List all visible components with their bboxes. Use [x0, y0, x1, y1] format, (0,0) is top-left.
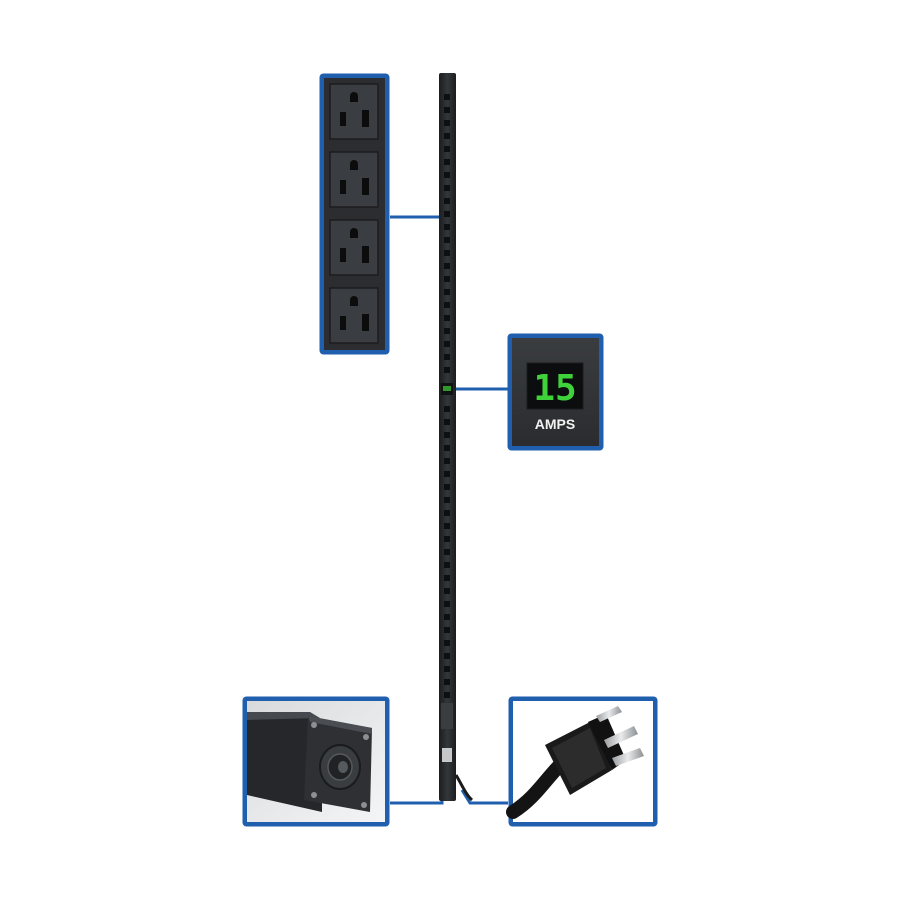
strip-outlet [444, 497, 450, 503]
strip-outlet [444, 458, 450, 464]
strip-outlet [444, 367, 450, 373]
strip-meter-led [443, 386, 451, 391]
strip-outlet [444, 263, 450, 269]
strip-outlet [444, 172, 450, 178]
strip-outlet [444, 445, 450, 451]
strip-outlets [444, 94, 450, 698]
strip-outlet [444, 211, 450, 217]
strip-outlet [444, 237, 450, 243]
strip-outlet [444, 354, 450, 360]
pdu-strip [439, 73, 474, 802]
outlet-closeup-icon [329, 83, 379, 344]
strip-outlet [444, 536, 450, 542]
strip-outlet [444, 419, 450, 425]
strip-outlet [444, 185, 450, 191]
strip-outlet [444, 523, 450, 529]
strip-outlet [444, 692, 450, 698]
strip-outlet [444, 406, 450, 412]
outlet-receptacle [329, 151, 379, 208]
strip-outlet [444, 302, 450, 308]
nema-plug-icon [506, 706, 644, 819]
strip-outlet [444, 484, 450, 490]
strip-outlet [444, 575, 450, 581]
power-cord [454, 774, 474, 802]
outlet-receptacle [329, 219, 379, 276]
strip-outlet [444, 562, 450, 568]
strip-outlet [444, 198, 450, 204]
outlet-receptacle [329, 83, 379, 140]
strip-outlet [444, 341, 450, 347]
strip-outlet [444, 224, 450, 230]
strip-outlet [444, 588, 450, 594]
strip-outlet [444, 653, 450, 659]
strip-outlet [444, 289, 450, 295]
strip-outlet [444, 315, 450, 321]
strip-outlet [444, 601, 450, 607]
strip-outlet [444, 640, 450, 646]
circuit-breaker-endcap-icon [247, 712, 372, 812]
strip-outlet [444, 133, 450, 139]
strip-outlet [444, 94, 450, 100]
ammeter-reading: 15 [533, 368, 576, 409]
strip-outlet [444, 510, 450, 516]
strip-outlet [444, 432, 450, 438]
strip-outlet [444, 120, 450, 126]
strip-outlet [444, 666, 450, 672]
callout-breaker [242, 696, 390, 827]
strip-outlet [444, 614, 450, 620]
strip-outlet [444, 549, 450, 555]
strip-outlet [444, 250, 450, 256]
strip-outlet [444, 328, 450, 334]
strip-label-plate [441, 703, 453, 729]
strip-outlet [444, 276, 450, 282]
outlet-receptacle [329, 287, 379, 344]
callout-ammeter: 15 AMPS [507, 333, 604, 451]
callout-plug [506, 696, 658, 827]
strip-outlet [444, 159, 450, 165]
callout-connectors [390, 215, 508, 805]
strip-outlet [444, 471, 450, 477]
strip-outlet [444, 146, 450, 152]
strip-outlet [444, 107, 450, 113]
digital-ammeter-icon [526, 362, 584, 410]
strip-outlet [444, 627, 450, 633]
callout-outlets [319, 73, 390, 355]
strip-barcode-label [442, 748, 452, 762]
ammeter-unit-label: AMPS [535, 416, 575, 432]
strip-outlet [444, 679, 450, 685]
